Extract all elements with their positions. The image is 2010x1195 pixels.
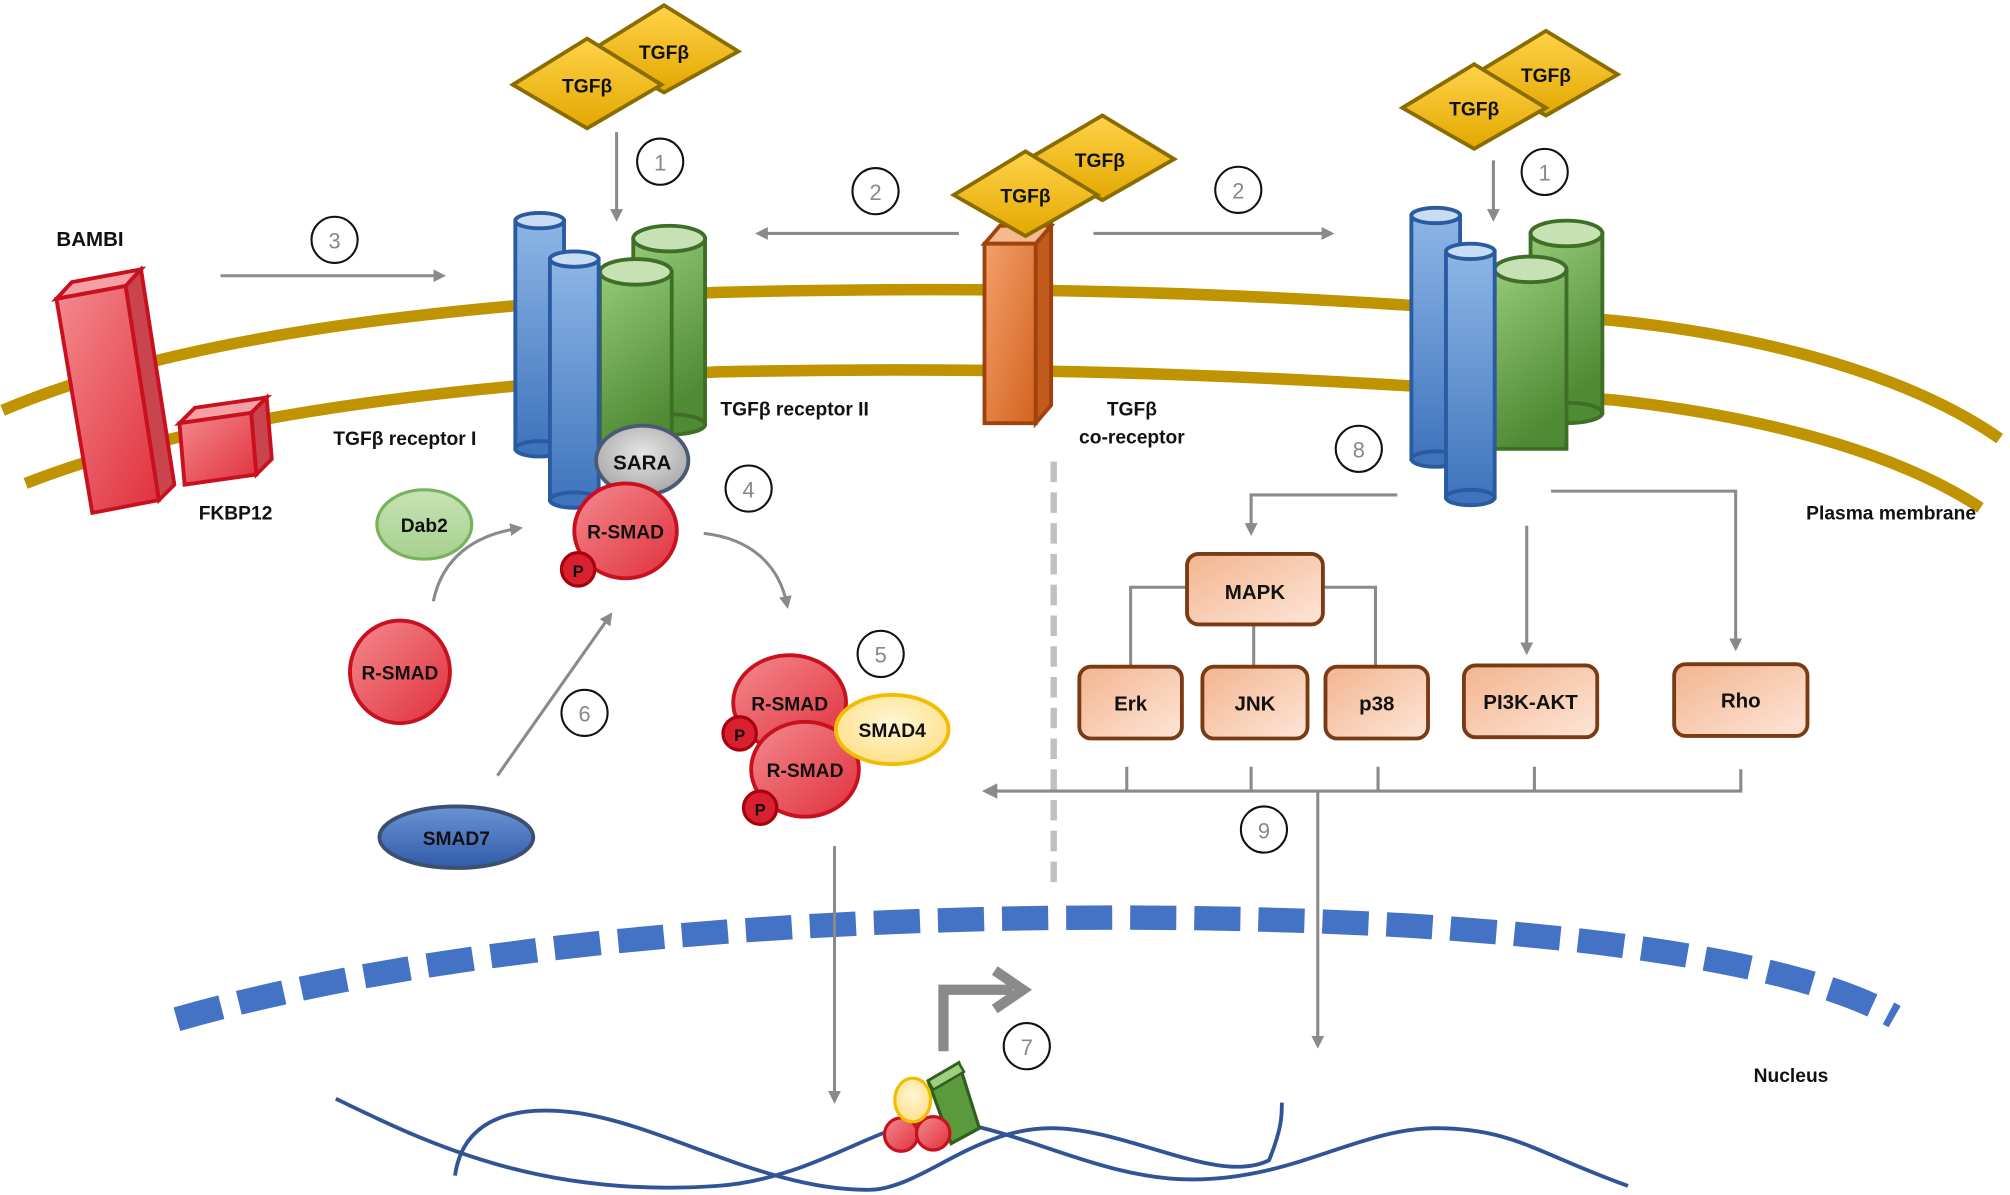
svg-text:P: P [573,562,584,581]
svg-text:6: 6 [578,702,590,727]
ligand-pair-right: TGFβ TGFβ [1398,28,1622,152]
svg-text:JNK: JNK [1234,692,1275,715]
svg-text:P: P [755,800,766,819]
step-7-badge: 7 [1002,1022,1051,1071]
sara-protein: SARA [594,423,691,497]
rho-box: Rho [1672,662,1810,738]
svg-text:R-SMAD: R-SMAD [767,761,844,782]
step-3-badge: 3 [310,215,359,264]
nucleus-label: Nucleus [1754,1066,1829,1087]
svg-text:MAPK: MAPK [1225,581,1286,604]
step-9-arrowhead [981,783,998,799]
svg-text:TGFβ: TGFβ [1075,151,1125,172]
svg-text:4: 4 [743,477,755,502]
jnk-box: JNK [1200,664,1310,741]
mapk-branch-arrow [1244,493,1398,536]
svg-text:3: 3 [329,229,341,254]
svg-text:TGFβ: TGFβ [1449,100,1499,121]
mapk-tree-lines [1129,585,1378,667]
step-2-badge-right: 2 [1214,165,1263,214]
svg-text:2: 2 [869,180,881,205]
dab2-protein: Dab2 [375,488,474,561]
rho-branch-arrow [1551,489,1743,652]
svg-text:PI3K-AKT: PI3K-AKT [1483,691,1578,714]
pi3k-akt-box: PI3K-AKT [1461,663,1600,740]
tgfb-receptor-complex-right [1409,205,1605,508]
svg-text:TGFβ: TGFβ [1521,66,1571,87]
ligand-pair-left: TGFβ TGFβ [509,3,743,131]
ligand-pair-center: TGFβ TGFβ [949,113,1178,239]
plasma-membrane [0,283,2004,513]
step-5-badge: 5 [856,629,905,679]
bambi-label: BAMBI [56,228,123,251]
fkbp12-label: FKBP12 [199,503,273,524]
non-smad-collector [989,766,1743,793]
p38-box: p38 [1323,664,1430,741]
svg-text:1: 1 [1539,161,1551,186]
svg-text:SARA: SARA [613,451,671,474]
svg-text:R-SMAD: R-SMAD [751,694,828,715]
rsmad-recruit-arrow [431,523,523,602]
step-1-badge-left: 1 [636,137,685,186]
nuclear-envelope [173,905,1901,1031]
smad7-protein: SMAD7 [377,804,536,870]
svg-text:Erk: Erk [1114,692,1148,715]
tgfb-receptor-complex-left [513,211,707,510]
coreceptor-label-line2: co-receptor [1079,428,1185,449]
svg-text:9: 9 [1258,818,1270,843]
bambi-protein [51,265,177,516]
svg-text:Dab2: Dab2 [401,516,448,537]
svg-text:p38: p38 [1359,692,1394,715]
rsmad-activated: R-SMAD P [559,481,679,588]
plasma-membrane-label: Plasma membrane [1806,503,1976,524]
svg-text:7: 7 [1021,1035,1033,1060]
step-2-badge-left: 2 [851,167,900,216]
step-4-badge: 4 [724,464,773,513]
svg-text:5: 5 [875,643,887,668]
svg-text:TGFβ: TGFβ [639,43,689,64]
step-4-arrow [703,531,792,609]
fkbp12-protein [174,393,274,487]
svg-text:1: 1 [654,150,666,175]
svg-text:8: 8 [1353,438,1365,463]
svg-text:P: P [734,726,745,745]
step-9-badge: 9 [1239,805,1289,854]
svg-text:Rho: Rho [1721,690,1761,713]
svg-text:SMAD4: SMAD4 [859,721,927,742]
transcription-complex [882,1060,982,1153]
dna-strand [335,1096,1629,1192]
smad-complex: R-SMAD R-SMAD SMAD4 P P [721,653,951,826]
erk-box: Erk [1077,664,1184,741]
step-6-badge: 6 [560,688,609,737]
step-1-badge-right: 1 [1520,147,1569,197]
svg-text:R-SMAD: R-SMAD [587,523,664,544]
svg-text:2: 2 [1232,179,1244,204]
tgfb-coreceptor [980,220,1056,429]
step-6-arrow [496,612,613,777]
mapk-box: MAPK [1185,551,1325,627]
step-8-badge: 8 [1334,424,1383,473]
transcription-start-arrow-icon [938,966,1033,1052]
coreceptor-label-line1: TGFβ [1107,399,1157,420]
svg-text:TGFβ: TGFβ [562,76,612,97]
svg-text:R-SMAD: R-SMAD [362,664,439,685]
receptor-ii-label: TGFβ receptor II [720,399,868,420]
svg-text:TGFβ: TGFβ [1000,187,1050,208]
svg-text:SMAD7: SMAD7 [423,829,490,850]
receptor-i-label: TGFβ receptor I [333,429,476,450]
rsmad-free: R-SMAD [348,618,452,726]
